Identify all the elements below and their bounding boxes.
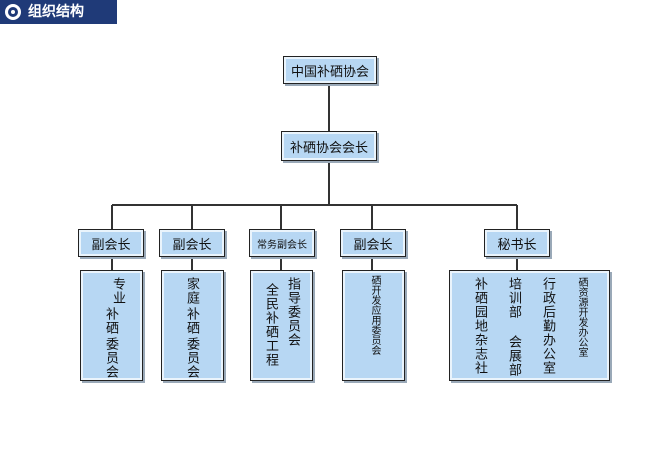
- department-text-column: 培训部 会展部: [506, 277, 521, 377]
- department-text-column: 行政后勤办公室: [540, 277, 555, 375]
- branch-title-box: 副会长: [159, 229, 225, 257]
- committee-text-column: 委员会: [103, 337, 118, 379]
- committee-text-column: 补硒: [184, 307, 199, 335]
- branch-title: 常务副会长: [257, 239, 307, 251]
- branch-title-box: 秘书长: [484, 229, 550, 257]
- org-root-box: 中国补硒协会: [283, 56, 377, 84]
- committee-text-column: 专业: [110, 277, 125, 305]
- section-header: 组织结构: [0, 0, 117, 24]
- committee-text-column: 委员会: [184, 337, 199, 379]
- committee-box: 家庭 补硒 委员会: [161, 270, 224, 381]
- branch-title-box: 副会长: [78, 229, 144, 257]
- department-text-column: 硒资源开发办公室: [576, 277, 587, 357]
- org-root-label: 中国补硒协会: [290, 64, 369, 80]
- department-box: 补硒园地杂志社 培训部 会展部 行政后勤办公室 硒资源开发办公室: [449, 270, 610, 381]
- branch-title: 副会长: [353, 237, 393, 253]
- committee-text-column: 指导委员会: [285, 277, 300, 347]
- committee-text-column: 全民补硒工程: [263, 283, 278, 367]
- branch-title: 秘书长: [497, 237, 537, 253]
- section-title: 组织结构: [28, 4, 84, 20]
- branch-title-box: 常务副会长: [249, 229, 315, 257]
- branch-title: 副会长: [91, 237, 131, 253]
- committee-box: 硒开发应用委员会: [342, 270, 405, 381]
- president-box: 补硒协会会长: [281, 131, 377, 161]
- branch-title: 副会长: [172, 237, 212, 253]
- target-icon: [5, 4, 21, 20]
- committee-box: 专业 补硒 委员会: [80, 270, 143, 381]
- committee-box: 指导委员会 全民补硒工程: [250, 270, 313, 381]
- department-text-column: 补硒园地杂志社: [472, 277, 487, 375]
- president-label: 补硒协会会长: [289, 140, 368, 156]
- committee-text-column: 补硒: [103, 307, 118, 335]
- branch-title-box: 副会长: [340, 229, 406, 257]
- committee-text-column: 家庭: [184, 277, 199, 305]
- committee-text-column: 硒开发应用委员会: [369, 275, 380, 355]
